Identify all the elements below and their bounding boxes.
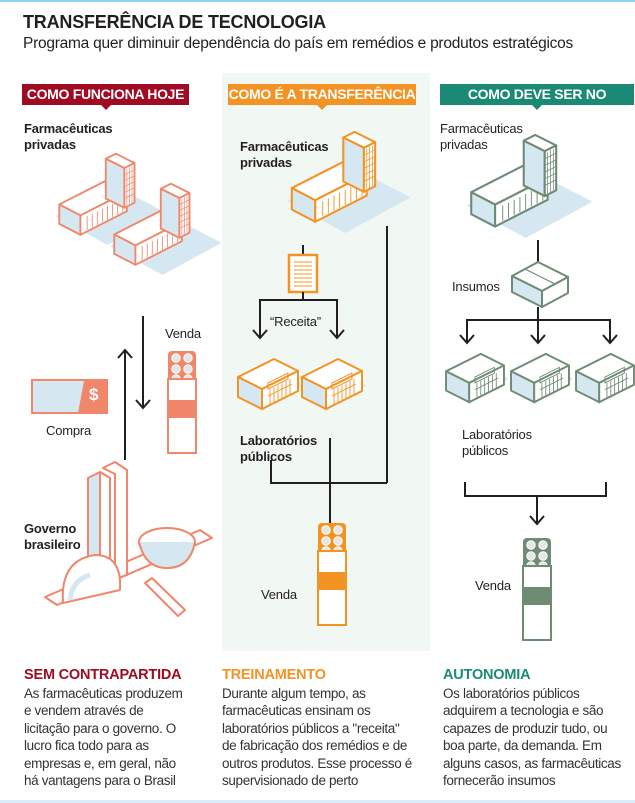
heading-training: TREINAMENTO xyxy=(222,667,326,683)
label-labs: Laboratórios públicos xyxy=(240,433,318,464)
label-recipe: “Receita” xyxy=(270,314,321,329)
lab-icon xyxy=(299,358,367,412)
text-line: e vendem através de xyxy=(24,703,144,719)
lab-icon xyxy=(508,352,574,406)
supplies-box-icon xyxy=(511,261,569,308)
label-sale: Venda xyxy=(261,587,297,602)
label-purchase: Compra xyxy=(46,423,92,438)
top-border xyxy=(0,0,635,2)
text-line: supervisionado de perto xyxy=(222,773,359,789)
lab-icon xyxy=(235,358,303,412)
heading-no-return: SEM CONTRAPARTIDA xyxy=(24,667,182,683)
text-line: capazes de produzir tudo, ou xyxy=(443,720,608,736)
supplies-branch-arrows-icon xyxy=(459,307,618,345)
text-line: fornecerão insumos xyxy=(443,773,556,789)
medicine-pack-icon xyxy=(167,350,197,454)
page-title: TRANSFERÊNCIA DE TECNOLOGIA xyxy=(23,12,326,32)
text-line: As farmacêuticas produzem xyxy=(24,686,183,701)
label-sale: Venda xyxy=(475,578,511,593)
page-subtitle: Programa quer diminuir dependência do pa… xyxy=(23,35,574,52)
lab-icon xyxy=(443,352,509,406)
label-inputs: Insumos xyxy=(452,279,500,294)
label-labs: Laboratórios públicos xyxy=(462,427,532,458)
label-government: Governo brasileiro xyxy=(24,521,81,552)
text-line: há vantagens para o Brasil xyxy=(24,773,176,789)
text-line: de fabricação dos remédios e de xyxy=(222,738,408,754)
text-line: outros produtos. Esse processo é xyxy=(222,755,412,771)
text-line: Durante algum tempo, as xyxy=(222,686,366,701)
label-companies: Farmacêuticas privadas xyxy=(240,139,329,170)
text-line: Os laboratórios públicos xyxy=(443,686,580,701)
text-line: licitação para o governo. O xyxy=(24,720,176,736)
lab-icon xyxy=(573,352,635,406)
header-future: COMO DEVE SER NO FUTURO xyxy=(440,84,634,123)
purchase-arrow-icon xyxy=(117,348,133,460)
government-buildings-icon xyxy=(44,461,213,617)
text-line: adquirem a tecnologia e são xyxy=(443,703,604,719)
dollar-icon: $ xyxy=(89,385,99,404)
text-line: alguns casos, as farmacêuticas xyxy=(443,755,621,771)
header-today: COMO FUNCIONA HOJE xyxy=(22,84,189,110)
recipe-branch-arrows-icon xyxy=(252,292,345,340)
label-sale: Venda xyxy=(165,326,201,341)
text-line: empresas e, em geral, não xyxy=(24,755,176,771)
sale-flow-arrows-icon xyxy=(464,482,607,526)
header-transfer: COMO É A TRANSFERÊNCIA xyxy=(228,84,416,110)
sale-arrow-icon xyxy=(135,316,151,410)
bottom-border xyxy=(0,800,635,803)
description-future: Os laboratórios públicos adquirem a tecn… xyxy=(443,685,621,789)
document-recipe-icon xyxy=(287,253,319,294)
label-companies: Farmacêuticas privadas xyxy=(24,121,113,152)
medicine-pack-icon xyxy=(317,522,347,626)
heading-autonomy: AUTONOMIA xyxy=(443,667,531,683)
description-transfer: Durante algum tempo, as farmacêuticas en… xyxy=(222,685,412,789)
label-companies: Farmacêuticas privadas xyxy=(440,121,523,152)
text-line: lucro fica todo para as xyxy=(24,738,149,754)
text-line: farmacêuticas ensinam os xyxy=(222,703,371,719)
medicine-pack-icon xyxy=(522,537,552,641)
text-line: boa parte, da demanda. Em xyxy=(443,738,602,754)
text-line: laboratórios públicos a "receita" xyxy=(222,720,400,736)
description-today: As farmacêuticas produzem e vendem atrav… xyxy=(24,685,183,789)
money-bill-icon xyxy=(31,379,108,414)
